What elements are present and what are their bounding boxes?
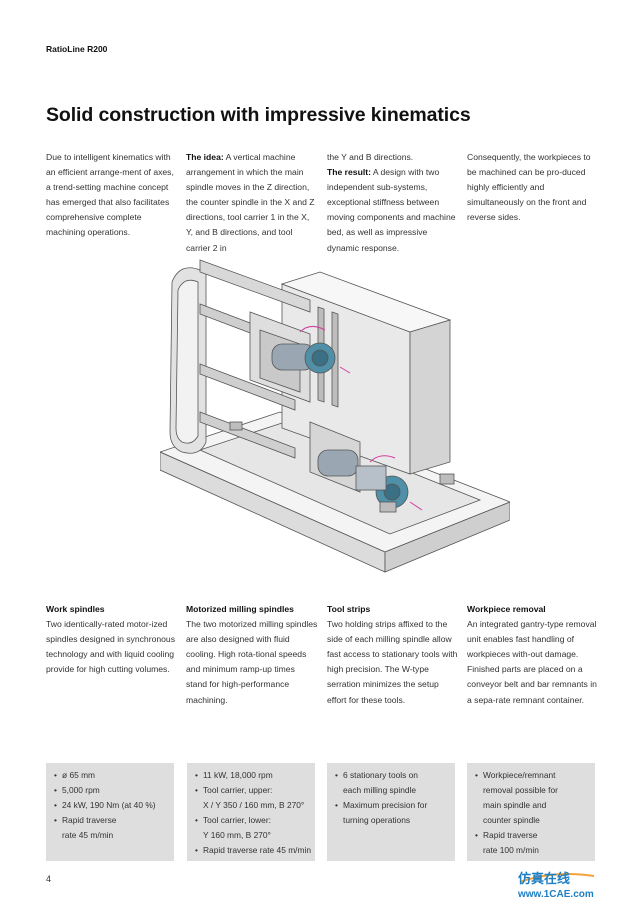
machine-illustration xyxy=(160,259,510,573)
intro-text-3: A design with two independent sub-system… xyxy=(327,167,456,253)
feature-work-spindles: Work spindles Two identically-rated moto… xyxy=(46,602,178,677)
feature-tool-strips: Tool strips Two holding strips affixed t… xyxy=(327,602,459,708)
feature-milling-spindles: Motorized milling spindles The two motor… xyxy=(186,602,318,708)
svg-text:仿真在线: 仿真在线 xyxy=(518,871,570,887)
spec-box-milling-spindles: 11 kW, 18,000 rpm Tool carrier, upper:X … xyxy=(187,763,315,861)
intro-column-2: The idea: A vertical machine arrangement… xyxy=(186,150,318,256)
intro-text-4: Consequently, the workpieces to be machi… xyxy=(467,152,591,223)
spec-item: Tool carrier, lower:Y 160 mm, B 270° xyxy=(195,813,311,843)
intro-text-2: A vertical machine arrangement in which … xyxy=(186,152,315,253)
feature-title: Workpiece removal xyxy=(467,604,546,614)
intro-column-3: the Y and B directions. The result: A de… xyxy=(327,150,459,256)
feature-text: Two holding strips affixed to the side o… xyxy=(327,619,458,705)
intro-text-1: Due to intelligent kinematics with an ef… xyxy=(46,152,174,238)
watermark-logo: 仿真在线 www.1CAE.com xyxy=(517,871,595,900)
spec-item: 5,000 rpm xyxy=(54,783,170,798)
feature-text: Two identically-rated motor-ized spindle… xyxy=(46,619,175,675)
result-lead: The result: xyxy=(327,167,371,178)
feature-title: Motorized milling spindles xyxy=(186,604,294,614)
spec-item: 11 kW, 18,000 rpm xyxy=(195,768,311,783)
spec-box-work-spindles: ø 65 mm 5,000 rpm 24 kW, 190 Nm (at 40 %… xyxy=(46,763,174,861)
feature-text: An integrated gantry-type removal unit e… xyxy=(467,619,597,705)
page-number: 4 xyxy=(46,874,52,884)
document-header: RatioLine R200 xyxy=(46,44,108,54)
spec-item: 24 kW, 190 Nm (at 40 %) xyxy=(54,798,170,813)
spec-item: ø 65 mm xyxy=(54,768,170,783)
feature-title: Tool strips xyxy=(327,604,371,614)
spec-item: Tool carrier, upper:X / Y 350 / 160 mm, … xyxy=(195,783,311,813)
intro-text-3-pre: the Y and B directions. xyxy=(327,152,414,162)
feature-workpiece-removal: Workpiece removal An integrated gantry-t… xyxy=(467,602,599,708)
feature-text: The two motorized milling spindles are a… xyxy=(186,619,318,705)
spec-item: Rapid traverse rate 45 m/min xyxy=(195,843,311,858)
intro-column-1: Due to intelligent kinematics with an ef… xyxy=(46,150,178,241)
feature-title: Work spindles xyxy=(46,604,105,614)
intro-column-4: Consequently, the workpieces to be machi… xyxy=(467,150,599,225)
frame-side xyxy=(409,319,451,475)
svg-text:www.1CAE.com: www.1CAE.com xyxy=(517,889,594,900)
idea-lead: The idea: xyxy=(186,152,224,162)
page-title: Solid construction with impressive kinem… xyxy=(46,104,471,126)
machine-bed-side xyxy=(384,501,510,573)
